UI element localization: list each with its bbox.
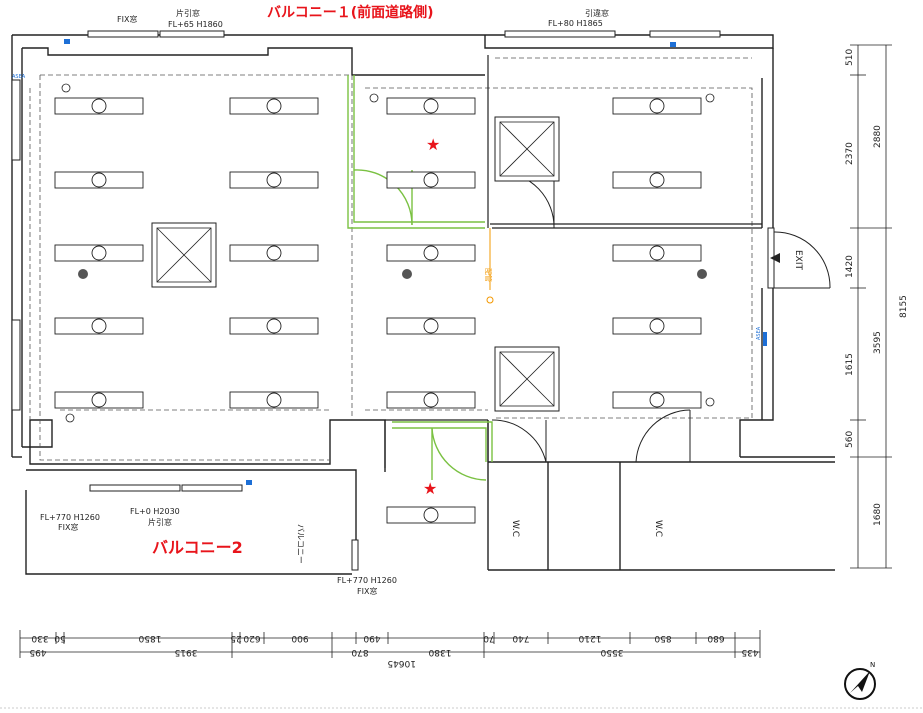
dim-bottom-label: 850: [654, 633, 671, 643]
dim-3595: 3595: [873, 331, 883, 354]
light-fixture-icon: [229, 317, 319, 335]
light-fixture-icon: [229, 391, 319, 409]
door-swings: [491, 171, 831, 463]
window-note-bottom-fix: FIX窓: [357, 586, 377, 596]
light-fixture-icon: [54, 391, 144, 409]
window-note-height: FL+65 H1860: [168, 20, 223, 29]
window-note-slider: 引違窓: [585, 8, 609, 18]
light-fixture-icon: [229, 97, 319, 115]
sign-right: ASEA: [756, 326, 762, 340]
balcony1-label: バルコニー１(前面道路側): [267, 4, 434, 21]
light-fixture-icon: [54, 244, 144, 262]
dimension-lines-right: [850, 44, 892, 569]
balcony2-label: バルコニー2: [152, 538, 243, 557]
dim-1680: 1680: [873, 503, 883, 526]
light-fixtures: [54, 97, 702, 524]
dim-bottom-label: 435: [741, 647, 758, 657]
dim-bottom-label: 490: [363, 633, 380, 643]
light-fixture-icon: [386, 171, 476, 189]
exterior-walls: [11, 34, 835, 575]
green-partitions: [347, 75, 493, 481]
light-fixture-icon: [612, 391, 702, 409]
window-note-fix: FIX窓: [117, 14, 137, 24]
dim-560: 560: [845, 431, 855, 448]
interior-walls: [384, 55, 762, 468]
window-note-b2-fix-height: FL+770 H1260: [40, 513, 100, 522]
light-fixture-icon: [386, 97, 476, 115]
air-conditioner-icon: [151, 222, 217, 288]
window-note-height-right: FL+80 H1865: [548, 19, 603, 28]
light-fixture-icon: [386, 506, 476, 524]
sign-left: ASEA: [12, 74, 26, 80]
star-icon: ★: [426, 135, 440, 154]
dim-bottom-label: 495: [29, 647, 46, 657]
dim-total: 10645: [387, 658, 416, 668]
window-note-bottom-height: FL+770 H1260: [337, 576, 397, 585]
light-fixture-icon: [386, 317, 476, 335]
dim-bottom-label: 25: [230, 633, 241, 643]
dim-bottom-label: 900: [291, 633, 308, 643]
detector-circles: [61, 83, 715, 423]
light-fixture-icon: [229, 171, 319, 189]
star-icon: ★: [423, 479, 437, 498]
light-fixture-icon: [54, 97, 144, 115]
light-fixture-icon: [612, 171, 702, 189]
dim-bottom-label: 3915: [175, 647, 198, 657]
north-arrow-icon: N: [844, 661, 876, 700]
air-conditioner-icon: [494, 116, 560, 182]
dim-bottom-label: 1380: [428, 647, 451, 657]
dimension-lines-bottom: [19, 630, 761, 658]
dim-bottom-label: 620: [243, 633, 260, 643]
light-fixture-icon: [386, 391, 476, 409]
dim-bottom-label: 740: [512, 633, 529, 643]
balcony-vertical-label: バルコニー: [296, 524, 305, 564]
light-fixture-icon: [54, 171, 144, 189]
window-strips: [11, 30, 775, 571]
dim-bottom-label: 330: [31, 633, 48, 643]
air-conditioner-units: [151, 116, 560, 412]
light-fixture-icon: [612, 317, 702, 335]
dim-bottom-label: 50: [54, 633, 66, 643]
window-note-b2-fix: FIX窓: [58, 522, 78, 532]
exit-arrow-icon: [770, 253, 780, 263]
dim-bottom-label: 680: [707, 633, 724, 643]
dimension-labels-bottom-row2: 495 3915 870 1380 3550 435: [29, 647, 758, 657]
dim-2370: 2370: [845, 142, 855, 165]
light-fixture-icon: [229, 244, 319, 262]
window-note-slide: 片引窓: [176, 8, 200, 18]
dim-1420: 1420: [845, 255, 855, 278]
dim-bottom-label: 70: [483, 633, 495, 643]
air-conditioner-icon: [494, 346, 560, 412]
sprinkler-dots: [78, 269, 707, 279]
pipe-line: [486, 228, 494, 304]
exit-label: EXIT: [793, 250, 803, 271]
window-note-b2-slide-height: FL+0 H2030: [130, 507, 180, 516]
light-fixture-icon: [612, 244, 702, 262]
dim-510: 510: [845, 49, 855, 66]
dim-1615: 1615: [845, 353, 855, 376]
blue-fixtures: [64, 39, 767, 485]
wc-right-label: W.C: [653, 520, 663, 537]
dim-bottom-label: 870: [351, 647, 368, 657]
dim-bottom-label: 1850: [138, 633, 161, 643]
light-fixture-icon: [386, 244, 476, 262]
dim-bottom-label: 1210: [578, 633, 601, 643]
pipe-label: 配管: [484, 268, 493, 282]
window-note-b2-slide: 片引窓: [148, 517, 172, 527]
dim-2880: 2880: [873, 125, 883, 148]
dim-bottom-label: 3550: [600, 647, 623, 657]
light-fixture-icon: [612, 97, 702, 115]
dim-8155: 8155: [899, 295, 909, 318]
svg-text:N: N: [870, 661, 875, 669]
light-fixture-icon: [54, 317, 144, 335]
wc-left-label: W.C: [510, 520, 520, 537]
